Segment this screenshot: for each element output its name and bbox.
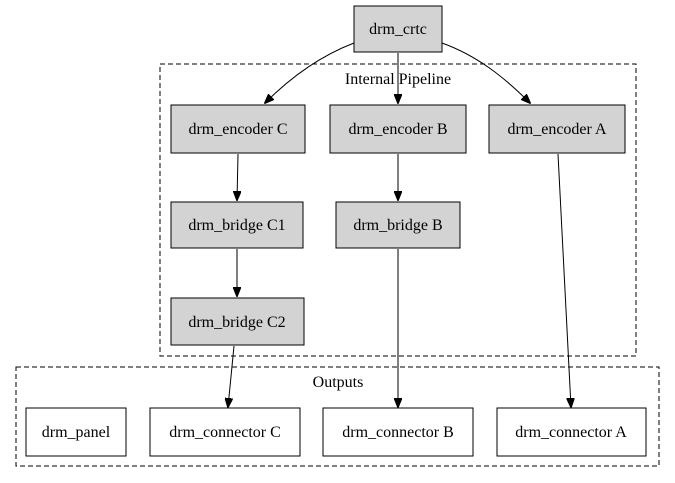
node-drm-bridge-c1-label: drm_bridge C1 — [188, 217, 285, 234]
edge-crtc-to-encoder-c — [265, 42, 355, 103]
cluster-outputs-label: Outputs — [313, 374, 364, 391]
node-drm-bridge-b[interactable]: drm_bridge B — [335, 201, 461, 249]
node-drm-connector-c-label: drm_connector C — [169, 424, 281, 441]
node-drm-connector-a[interactable]: drm_connector A — [496, 407, 647, 457]
node-drm-bridge-c2[interactable]: drm_bridge C2 — [170, 297, 305, 346]
node-drm-encoder-b-label: drm_encoder B — [348, 121, 447, 138]
edge-encoder-c-to-bridge-c1 — [237, 153, 238, 200]
node-drm-crtc[interactable]: drm_crtc — [353, 5, 443, 53]
node-drm-connector-c[interactable]: drm_connector C — [149, 407, 301, 457]
node-drm-connector-b-label: drm_connector B — [342, 424, 454, 441]
node-drm-encoder-a-label: drm_encoder A — [507, 121, 607, 138]
node-drm-crtc-label: drm_crtc — [369, 21, 427, 38]
node-drm-connector-a-label: drm_connector A — [515, 424, 627, 441]
node-drm-bridge-c1[interactable]: drm_bridge C1 — [170, 201, 304, 249]
edge-encoder-a-to-connector-a — [557, 153, 571, 407]
node-drm-encoder-c-label: drm_encoder C — [188, 121, 287, 138]
node-drm-encoder-a[interactable]: drm_encoder A — [488, 104, 626, 154]
node-drm-connector-b[interactable]: drm_connector B — [322, 407, 474, 457]
cluster-outputs: Outputs — [15, 366, 660, 467]
node-drm-panel[interactable]: drm_panel — [25, 407, 127, 457]
edge-bridge-c2-to-connector-c — [228, 345, 235, 407]
node-drm-encoder-c[interactable]: drm_encoder C — [170, 104, 306, 154]
node-drm-panel-label: drm_panel — [42, 424, 111, 441]
node-drm-bridge-b-label: drm_bridge B — [353, 217, 442, 234]
edge-crtc-to-encoder-a — [441, 42, 530, 103]
edges — [228, 42, 571, 407]
node-drm-bridge-c2-label: drm_bridge C2 — [188, 314, 285, 331]
node-drm-encoder-b[interactable]: drm_encoder B — [329, 104, 467, 154]
